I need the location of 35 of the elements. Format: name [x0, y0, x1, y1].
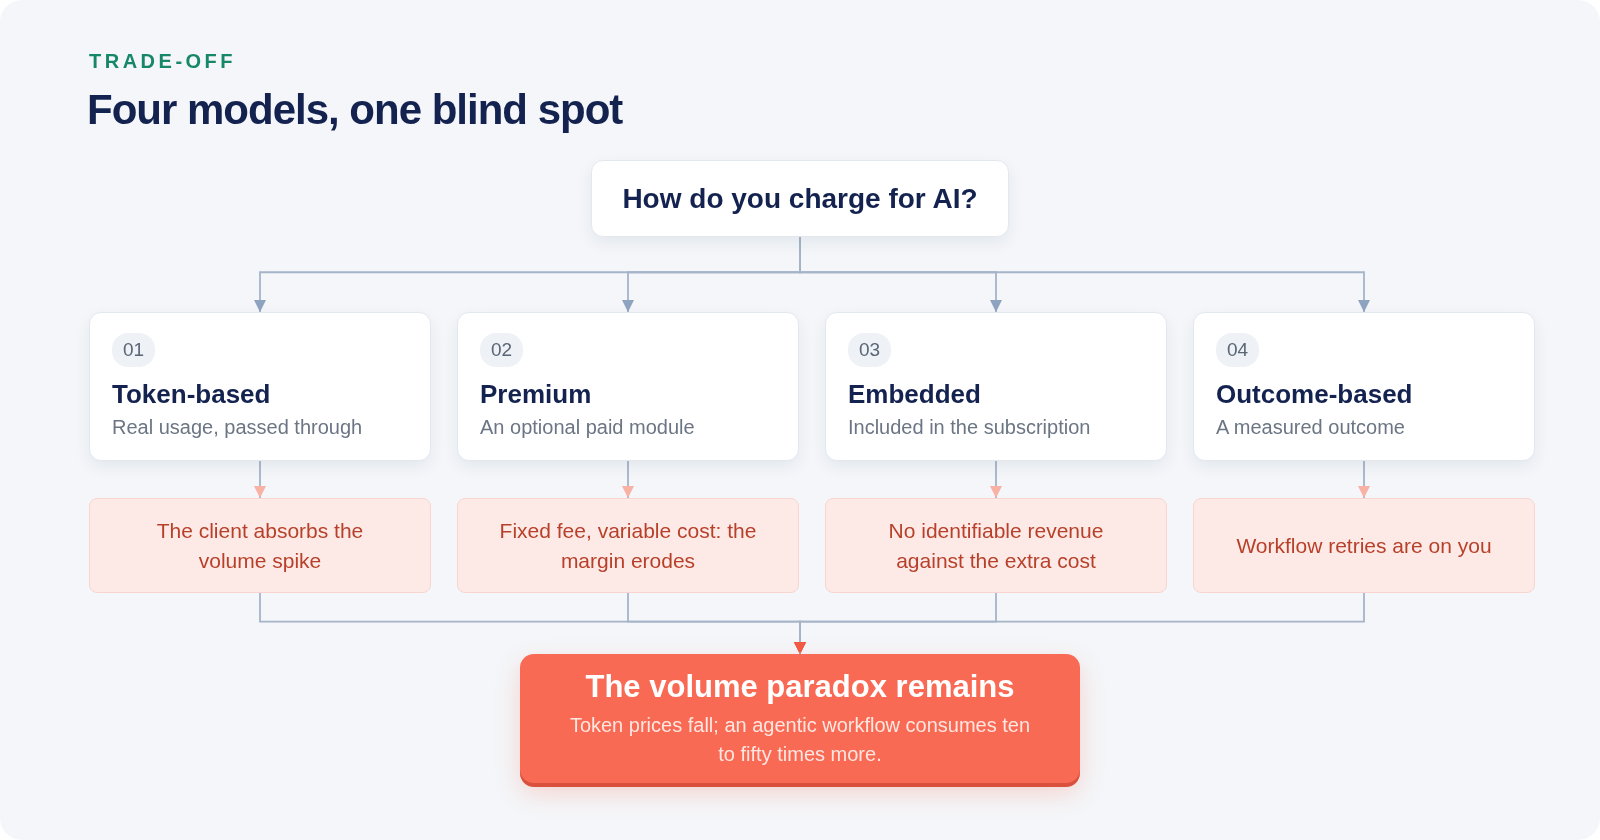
risk-box	[825, 498, 1167, 593]
number-badge: 02	[480, 333, 524, 367]
risk-text: Workflow retries are on you	[1236, 532, 1492, 559]
number-badge: 04	[1216, 333, 1260, 367]
number-badge: 03	[848, 333, 892, 367]
arrow	[1358, 460, 1370, 499]
model-card	[457, 312, 799, 461]
question-text: How do you charge for AI?	[622, 182, 978, 215]
number-badge: 01	[112, 333, 156, 367]
diagram-title: Four models, one blind spot	[87, 86, 623, 134]
risk-text: No identifiable revenue against the extra cost	[887, 517, 1105, 574]
card-title: Premium	[480, 379, 593, 410]
card-subtitle: Included in the subscription	[848, 416, 1092, 439]
card-title: Token-based	[112, 379, 272, 410]
question-box	[591, 160, 1009, 237]
risk-text: Fixed fee, variable cost: the margin erodes	[498, 517, 758, 574]
eyebrow-label: TRADE-OFF	[89, 50, 237, 73]
card-subtitle: Real usage, passed through	[112, 416, 364, 439]
card-title: Outcome-based	[1216, 379, 1414, 410]
arrow	[622, 460, 634, 499]
risk-box	[457, 498, 799, 593]
arrow	[990, 460, 1002, 499]
risk-text: The client absorbs the volume spike	[155, 517, 365, 574]
result-text: Token prices fall; an agentic workflow consumes ten to fifty times more.	[568, 712, 1032, 767]
card-subtitle: An optional paid module	[480, 416, 696, 439]
model-card	[825, 312, 1167, 461]
model-card	[1193, 312, 1535, 461]
risk-box	[89, 498, 431, 593]
card-subtitle: A measured outcome	[1216, 416, 1406, 439]
model-card	[89, 312, 431, 461]
card-title: Embedded	[848, 379, 982, 410]
risk-box	[1193, 498, 1535, 593]
arrow	[254, 460, 266, 499]
arrow	[794, 592, 1365, 655]
result-title: The volume paradox remains	[585, 668, 1015, 705]
